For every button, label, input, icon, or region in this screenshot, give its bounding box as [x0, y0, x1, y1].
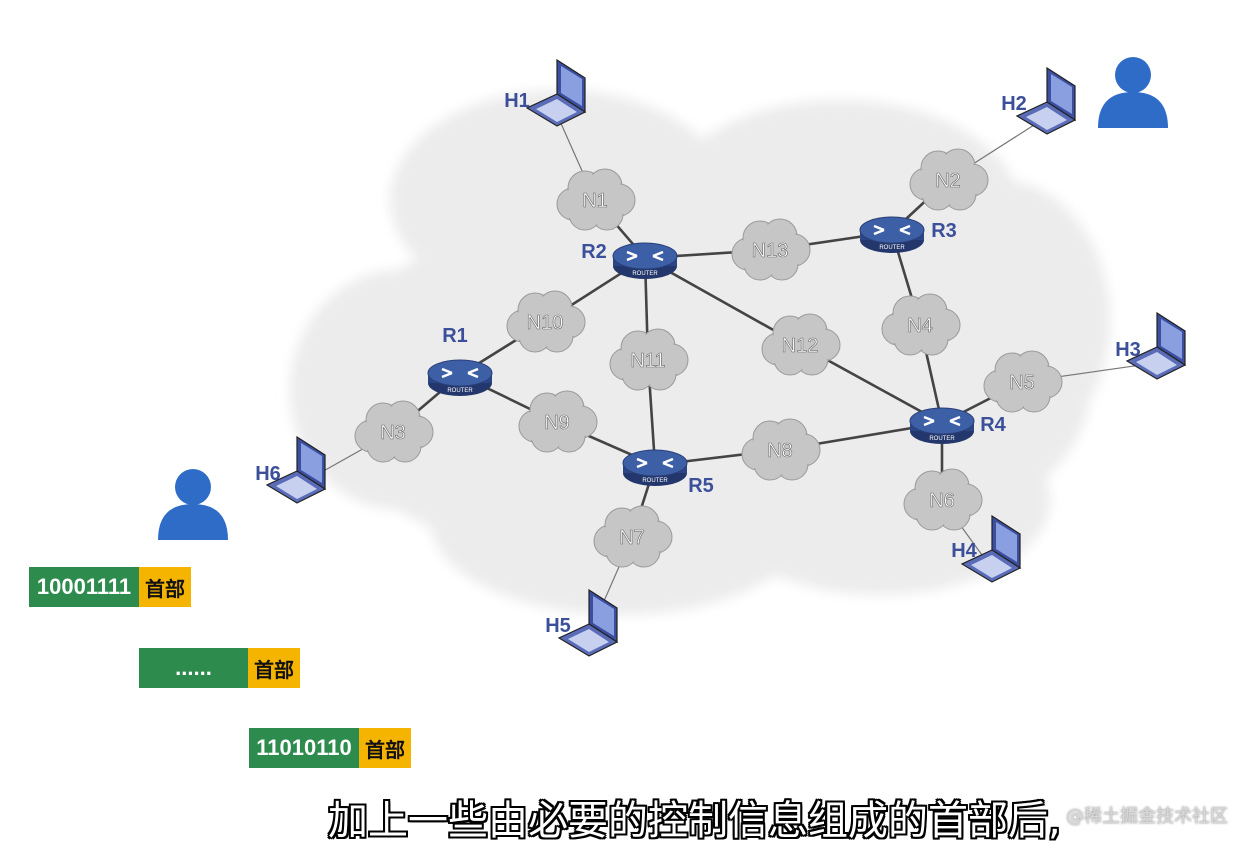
- router-label: R1: [442, 325, 468, 347]
- network-cloud-n3: N3: [354, 400, 434, 463]
- router-label: R4: [980, 414, 1006, 436]
- host-label: H2: [1001, 93, 1027, 115]
- network-cloud-n5: N5: [983, 350, 1063, 413]
- network-cloud-n12: N12: [761, 313, 841, 376]
- host-h1: H1: [504, 58, 587, 127]
- watermark: @稀土掘金技术社区: [1066, 806, 1228, 827]
- background-cloud: [290, 90, 1110, 615]
- network-label: N13: [752, 240, 789, 262]
- packet-header: 首部: [139, 567, 191, 607]
- host-label: H1: [504, 90, 530, 112]
- network-cloud-n8: N8: [741, 418, 821, 481]
- network-label: N1: [582, 190, 608, 212]
- network-cloud-n11: N11: [609, 328, 689, 391]
- host-label: H5: [545, 615, 571, 637]
- router-badge: ROUTER: [929, 436, 955, 442]
- router-label: R3: [931, 220, 957, 242]
- packet-data: 11010110: [249, 728, 359, 768]
- packet-1: 10001111 首部: [29, 567, 191, 607]
- subtitle: 加上一些由必要的控制信息组成的首部后,: [328, 798, 1061, 844]
- network-cloud-n4: N4: [881, 293, 961, 356]
- router-arrows-icon: [923, 415, 961, 427]
- router-badge: ROUTER: [642, 478, 668, 484]
- router-arrows-icon: [636, 457, 674, 469]
- router-r1: ROUTER R1: [427, 325, 493, 396]
- router-label: R2: [581, 241, 607, 263]
- host-h2: H2: [1001, 66, 1077, 135]
- network-label: N10: [527, 312, 564, 334]
- host-h5: H5: [545, 588, 619, 657]
- network-label: N5: [1009, 372, 1035, 394]
- user-icon-top: [1098, 57, 1168, 128]
- router-arrows-icon: [441, 367, 479, 379]
- packet-header: 首部: [359, 728, 411, 768]
- router-arrows-icon: [626, 250, 664, 262]
- network-label: N8: [767, 440, 793, 462]
- packet-header: 首部: [248, 648, 300, 688]
- packet-3: 11010110 首部: [249, 728, 411, 768]
- router-r2: ROUTER R2: [581, 241, 678, 279]
- network-label: N7: [619, 527, 645, 549]
- host-h6: H6: [255, 435, 327, 504]
- router-arrows-icon: [873, 224, 911, 236]
- network-cloud-n9: N9: [518, 390, 598, 453]
- router-badge: ROUTER: [632, 271, 658, 277]
- network-cloud-n2: N2: [909, 148, 989, 211]
- network-cloud-n1: N1: [556, 168, 636, 231]
- router-badge: ROUTER: [447, 388, 473, 394]
- host-h4: H4: [951, 514, 1022, 583]
- router-r4: ROUTER R4: [909, 407, 1007, 444]
- network-cloud-n6: N6: [903, 468, 983, 531]
- packet-2: ...... 首部: [139, 648, 300, 688]
- user-icon-left: [158, 469, 228, 540]
- network-cloud-n7: N7: [593, 505, 673, 568]
- router-r5: ROUTER R5: [622, 449, 714, 497]
- network-label: N2: [935, 170, 961, 192]
- network-label: N4: [907, 315, 933, 337]
- network-label: N12: [782, 335, 819, 357]
- network-cloud-n10: N10: [506, 290, 586, 353]
- network-cloud-n13: N13: [731, 218, 811, 281]
- network-label: N11: [630, 350, 665, 372]
- network-label: N3: [380, 422, 406, 444]
- host-label: H6: [255, 463, 281, 485]
- packet-data: ......: [139, 648, 248, 688]
- host-h3: H3: [1115, 311, 1187, 380]
- router-r3: ROUTER R3: [859, 216, 957, 253]
- network-label: N9: [544, 412, 570, 434]
- network-label: N6: [929, 490, 955, 512]
- host-label: H3: [1115, 339, 1141, 361]
- router-label: R5: [688, 475, 714, 497]
- packet-data: 10001111: [29, 567, 139, 607]
- host-label: H4: [951, 540, 977, 562]
- router-badge: ROUTER: [879, 245, 905, 251]
